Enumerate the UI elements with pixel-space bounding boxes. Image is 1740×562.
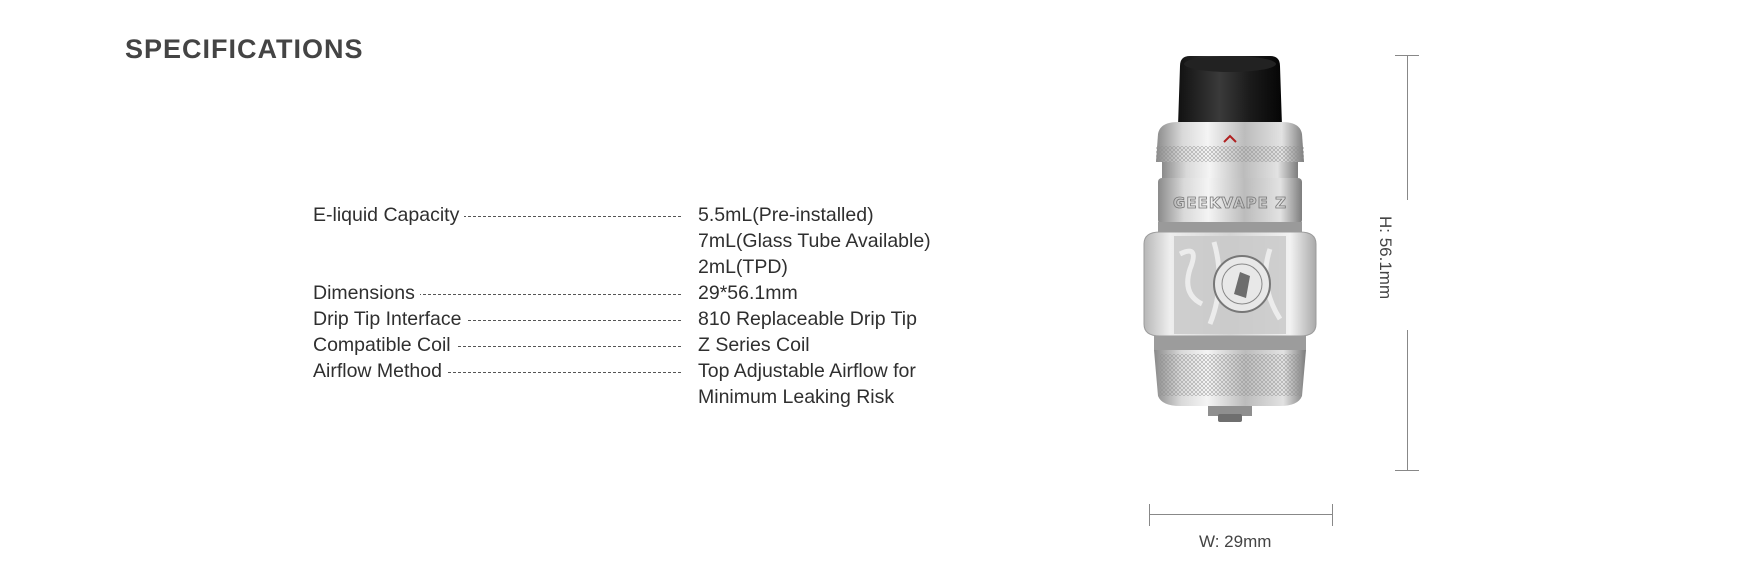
height-line-upper [1407,55,1408,200]
dotted-leader [313,372,681,373]
width-label: W: 29mm [1199,532,1272,551]
dotted-leader [313,320,681,321]
spec-label: E-liquid Capacity [313,202,465,228]
spec-value: 2mL(TPD) [698,256,788,278]
width-line-left-tick [1149,504,1150,526]
spec-value: 7mL(Glass Tube Available) [698,230,931,252]
logo-engraving: GEEKVAPE Z [1173,194,1287,212]
spec-label: Drip Tip Interface [313,306,467,332]
spec-value: 810 Replaceable Drip Tip [698,308,917,330]
height-line-bottom-tick [1395,470,1419,471]
spec-label: Dimensions [313,280,420,306]
width-line-right-tick [1332,504,1333,526]
height-label: H: 56.1mm [1376,216,1395,300]
spec-label: Compatible Coil [313,332,456,358]
tank-atomizer-image: GEEKVAPE Z [1143,56,1317,422]
width-line [1149,514,1333,515]
spec-value: 29*56.1mm [698,282,798,304]
spec-value: Minimum Leaking Risk [698,386,895,408]
page-title: SPECIFICATIONS [125,34,364,64]
dotted-leader [313,216,681,217]
dotted-leader [313,294,681,295]
spec-value: 5.5mL(Pre-installed) [698,204,874,226]
spec-value: Top Adjustable Airflow for [698,360,916,382]
spec-label: Airflow Method [313,358,447,384]
height-line-lower [1407,330,1408,470]
dotted-leader [313,346,681,347]
spec-value: Z Series Coil [698,334,810,356]
